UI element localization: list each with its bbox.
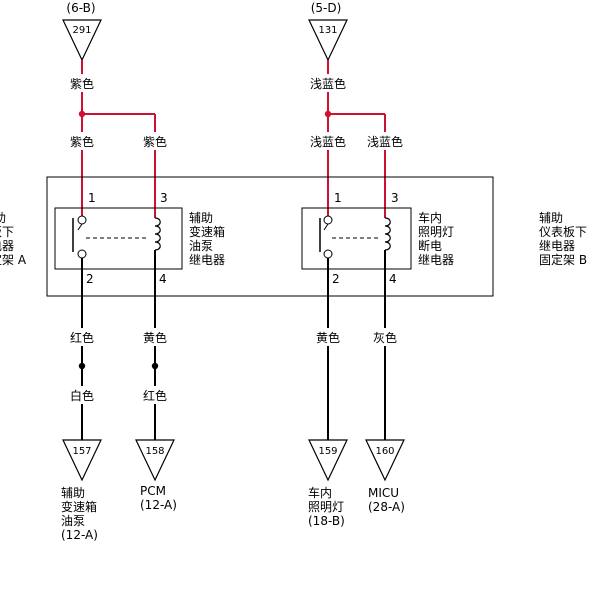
relay-left-pin4: 4 bbox=[159, 272, 167, 286]
side-label-right: 辅助 仪表板下 继电器 固定架 B bbox=[539, 211, 587, 267]
dest-158-1: (12-A) bbox=[140, 498, 177, 512]
relay-left-name-3: 继电器 bbox=[189, 253, 225, 267]
relay-left-name-1: 变速箱 bbox=[189, 224, 225, 239]
relay-left-coil bbox=[154, 217, 161, 251]
relay-right-name-3: 继电器 bbox=[418, 253, 454, 267]
connector-291: 291 bbox=[62, 19, 102, 62]
relay-right-coil bbox=[384, 217, 391, 251]
connector-159-shape bbox=[308, 439, 348, 482]
connector-160-label: 160 bbox=[375, 446, 394, 457]
connector-159-label: 159 bbox=[318, 446, 337, 457]
relay-left-arm-top bbox=[77, 223, 83, 231]
ref-right: (5-D) bbox=[311, 1, 342, 15]
junction-left bbox=[78, 110, 86, 118]
relay-right-contact-2 bbox=[323, 249, 333, 259]
side-label-left: 助 仪表板下 继电器 固定架 A bbox=[0, 211, 27, 267]
connector-157-label: 157 bbox=[72, 446, 91, 457]
dest-159-0: 车内 bbox=[308, 485, 332, 500]
side-left-2: 继电器 bbox=[0, 239, 14, 253]
relay-left-contact-1 bbox=[77, 215, 87, 225]
dest-160-0: MICU bbox=[368, 486, 399, 500]
relay-box-outline bbox=[46, 176, 494, 297]
dest-label-159: 车内 照明灯 (18-B) bbox=[308, 485, 345, 528]
side-left-0: 助 bbox=[0, 211, 6, 225]
wires-top-left bbox=[78, 60, 156, 218]
wires-bottom bbox=[78, 250, 386, 440]
ref-left: (6-B) bbox=[66, 1, 95, 15]
relay-left-name-2: 油泵 bbox=[189, 239, 213, 253]
wire-label-1-lower: 白色 bbox=[70, 388, 94, 403]
relay-left-name-0: 辅助 bbox=[189, 211, 213, 225]
relay-right-pin3: 3 bbox=[391, 191, 399, 205]
wire-label-1-upper: 红色 bbox=[70, 330, 94, 345]
side-right-2: 继电器 bbox=[539, 239, 575, 253]
wire-label-3: 黄色 bbox=[316, 331, 340, 345]
connector-291-shape bbox=[62, 19, 102, 62]
dest-157-1: 变速箱 bbox=[61, 499, 97, 514]
dest-158-0: PCM bbox=[140, 484, 166, 498]
connector-131: 131 bbox=[308, 19, 348, 62]
connector-160: 160 bbox=[365, 439, 405, 482]
connector-160-shape bbox=[365, 439, 405, 482]
connector-157-shape bbox=[62, 439, 102, 482]
dest-160-1: (28-A) bbox=[368, 500, 405, 514]
relay-right-contact-1 bbox=[323, 215, 333, 225]
wire-label-left-branch-2: 紫色 bbox=[143, 135, 167, 149]
dest-label-160: MICU (28-A) bbox=[368, 486, 405, 514]
dest-157-0: 辅助 bbox=[61, 486, 85, 500]
connector-291-label: 291 bbox=[72, 25, 91, 36]
relay-right-name-2: 断电 bbox=[418, 238, 442, 253]
wire-label-2-upper: 黄色 bbox=[143, 331, 167, 345]
connector-157: 157 bbox=[62, 439, 102, 482]
connector-159: 159 bbox=[308, 439, 348, 482]
relay-right: 1 3 2 4 车内 照明灯 断电 继电器 bbox=[301, 191, 454, 286]
relay-right-pin2: 2 bbox=[332, 272, 340, 286]
relay-left: 1 3 2 4 辅助 变速箱 油泵 继电器 bbox=[54, 191, 225, 286]
wire-label-right-branch-1: 浅蓝色 bbox=[310, 135, 346, 149]
side-left-3: 固定架 A bbox=[0, 252, 27, 267]
side-right-1: 仪表板下 bbox=[539, 225, 587, 239]
connector-131-shape bbox=[308, 19, 348, 62]
connector-158: 158 bbox=[135, 439, 175, 482]
splice-1 bbox=[78, 362, 86, 370]
wire-label-left-main: 紫色 bbox=[70, 77, 94, 91]
relay-right-name-0: 车内 bbox=[418, 210, 442, 225]
relay-right-name-1: 照明灯 bbox=[418, 225, 454, 239]
relay-right-body bbox=[301, 207, 412, 270]
relay-left-pin1: 1 bbox=[88, 191, 96, 205]
connector-158-shape bbox=[135, 439, 175, 482]
dest-157-2: 油泵 bbox=[61, 514, 85, 528]
splice-2 bbox=[151, 362, 159, 370]
relay-right-pin1: 1 bbox=[334, 191, 342, 205]
connector-158-label: 158 bbox=[145, 446, 164, 457]
side-right-0: 辅助 bbox=[539, 211, 563, 225]
wire-label-left-branch-1: 紫色 bbox=[70, 135, 94, 149]
side-right-3: 固定架 B bbox=[539, 252, 587, 267]
relay-left-pin2: 2 bbox=[86, 272, 94, 286]
relay-left-body bbox=[54, 207, 183, 270]
dest-157-3: (12-A) bbox=[61, 528, 98, 542]
dest-label-158: PCM (12-A) bbox=[140, 484, 177, 512]
dest-159-1: 照明灯 bbox=[308, 500, 344, 514]
wire-label-4: 灰色 bbox=[373, 331, 397, 345]
dest-159-2: (18-B) bbox=[308, 514, 345, 528]
side-left-1: 仪表板下 bbox=[0, 225, 14, 239]
wires-top-right bbox=[324, 60, 386, 218]
junction-right bbox=[324, 110, 332, 118]
relay-left-pin3: 3 bbox=[160, 191, 168, 205]
wire-label-right-branch-2: 浅蓝色 bbox=[367, 135, 403, 149]
relay-right-pin4: 4 bbox=[389, 272, 397, 286]
wire-label-right-main: 浅蓝色 bbox=[310, 77, 346, 91]
dest-label-157: 辅助 变速箱 油泵 (12-A) bbox=[61, 486, 98, 542]
connector-131-label: 131 bbox=[318, 25, 337, 36]
relay-right-arm-top bbox=[323, 223, 329, 231]
wire-label-2-lower: 红色 bbox=[143, 388, 167, 403]
relay-left-contact-2 bbox=[77, 249, 87, 259]
